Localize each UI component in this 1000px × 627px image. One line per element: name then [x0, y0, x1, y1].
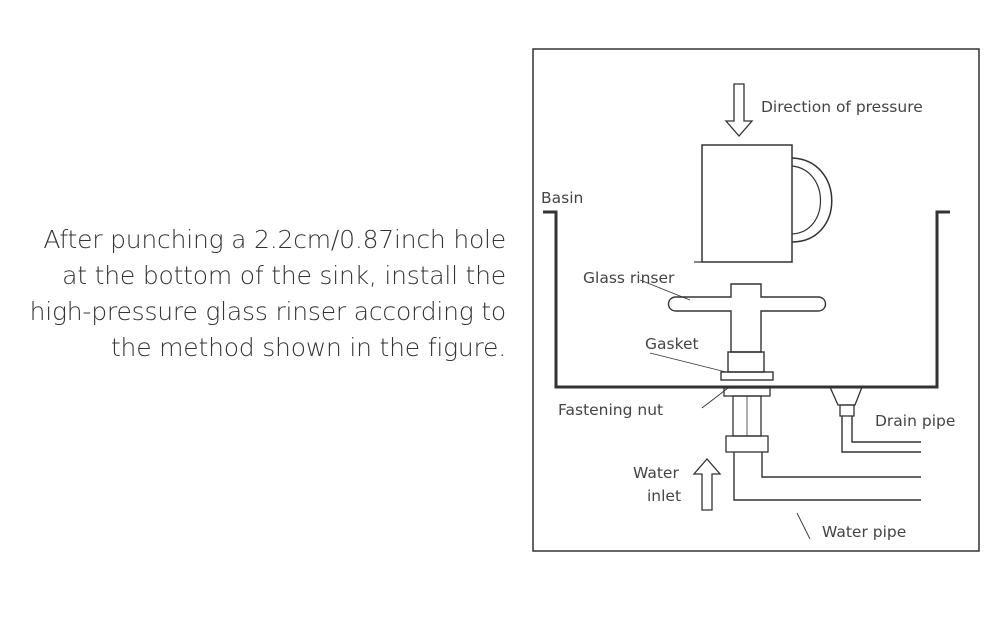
basin-outline	[543, 210, 950, 389]
gasket-leader	[649, 352, 727, 373]
glass-cup-icon	[694, 144, 833, 263]
label-drain-pipe: Drain pipe	[875, 412, 955, 430]
threaded-stem	[723, 387, 771, 453]
drain-pipe	[829, 386, 921, 453]
caption-line-3: high-pressure glass rinser according to	[29, 297, 507, 326]
caption-text: After punching a 2.2cm/0.87inch hole at …	[10, 222, 507, 366]
label-water-inlet-line2: inlet	[647, 487, 681, 505]
water-pipe	[733, 452, 921, 501]
caption-line-4: the method shown in the figure.	[110, 333, 506, 362]
label-direction-of-pressure: Direction of pressure	[761, 98, 923, 116]
label-glass-rinser: Glass rinser	[583, 269, 675, 287]
label-gasket: Gasket	[645, 335, 699, 353]
label-basin: Basin	[541, 189, 583, 207]
water-pipe-leader	[796, 512, 811, 540]
label-water-pipe: Water pipe	[822, 523, 906, 541]
label-water-inlet-line1: Water	[633, 464, 679, 482]
fastening-nut-leader	[701, 387, 729, 409]
label-fastening-nut: Fastening nut	[558, 401, 663, 419]
diagram-frame	[532, 48, 980, 552]
gasket-part	[720, 371, 774, 381]
caption-line-2: at the bottom of the sink, install the	[62, 261, 506, 290]
caption-line-1: After punching a 2.2cm/0.87inch hole	[43, 225, 506, 254]
glass-rinser-head	[667, 283, 827, 373]
water-inlet-arrow-icon	[692, 458, 722, 511]
glass-rinser-leader	[639, 279, 691, 301]
pressure-arrow-icon	[724, 83, 754, 137]
